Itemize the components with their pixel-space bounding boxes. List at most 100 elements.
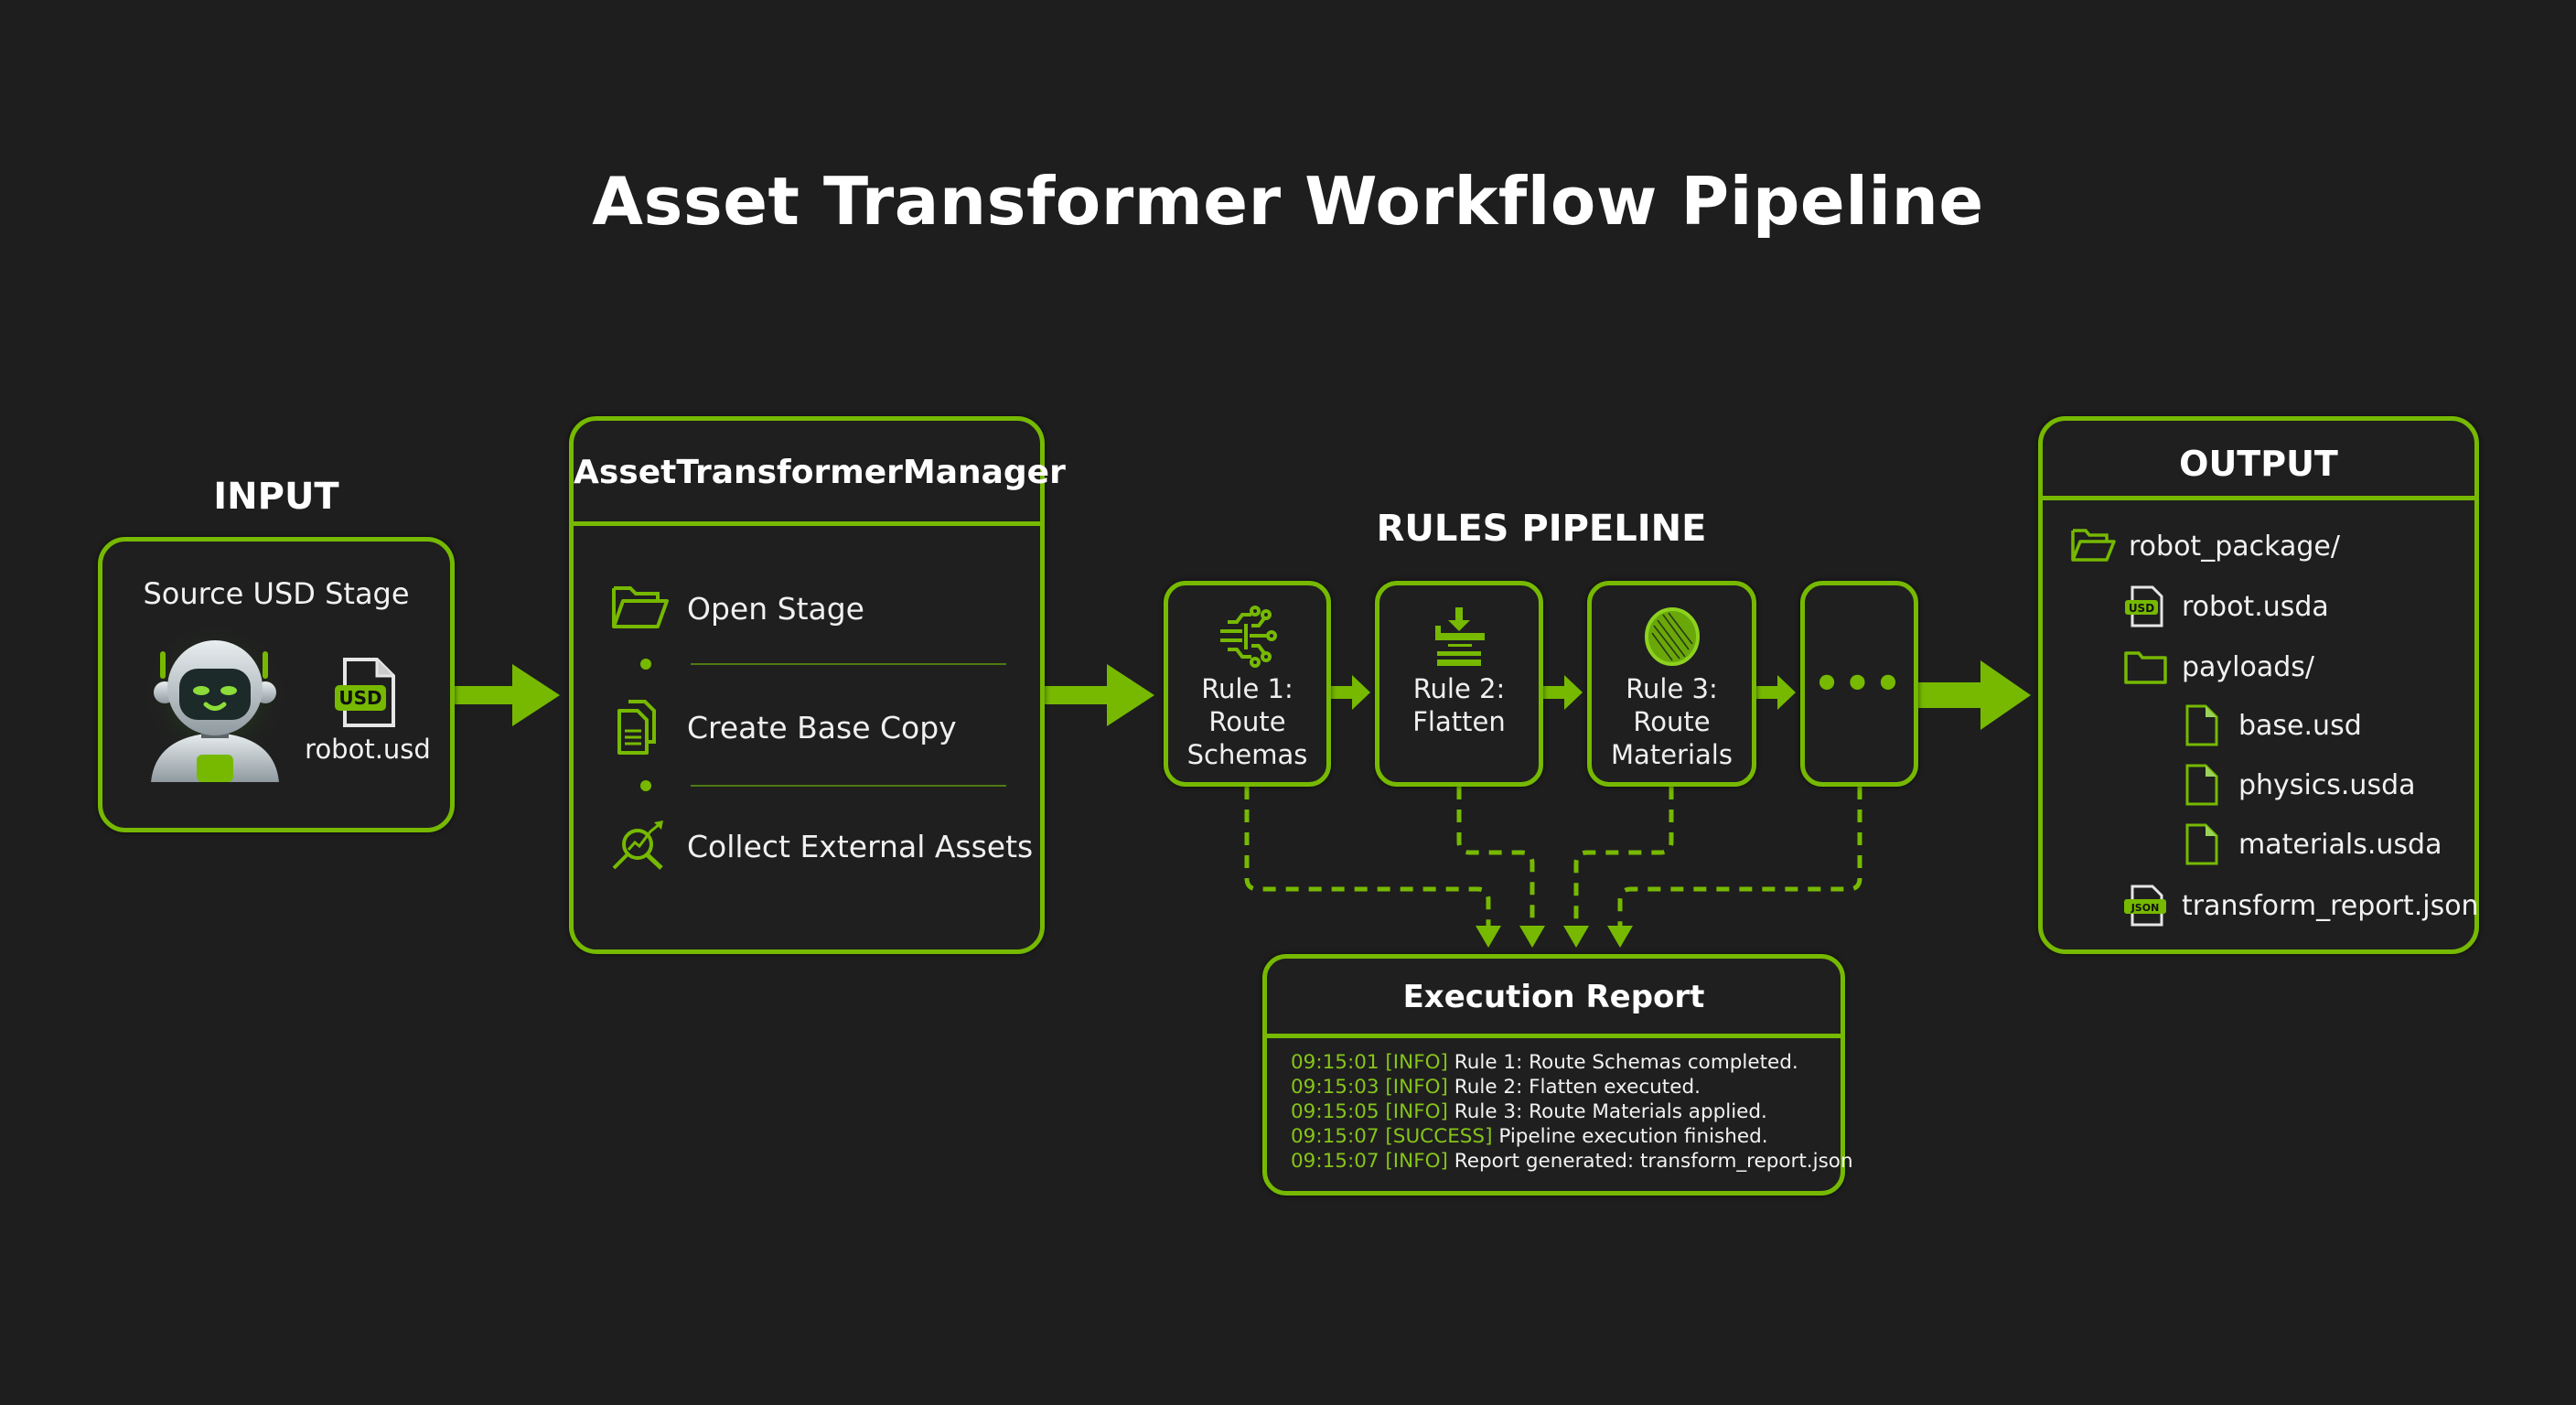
rule-label: Rule 2: Flatten — [1379, 672, 1539, 738]
file-icon — [2185, 764, 2218, 806]
tree-item-robot-package[interactable]: robot_package/ — [2070, 523, 2340, 569]
manager-header-divider — [574, 521, 1040, 526]
manager-step-create-base-copy: Create Base Copy — [610, 700, 957, 755]
log-line: 09:15:01 [INFO] Rule 1: Route Schemas co… — [1291, 1050, 1831, 1075]
dashed-rule3-to-report — [1573, 787, 1674, 926]
step-divider — [691, 785, 1006, 787]
manager-step-label: Open Stage — [687, 590, 864, 627]
usd-file-icon: USD — [2125, 585, 2163, 627]
dashed-rule1-to-report — [1244, 787, 1491, 926]
arrow-input-to-manager — [455, 664, 560, 726]
tree-item-label: materials.usda — [2238, 828, 2442, 861]
folder-open-icon — [2071, 529, 2116, 562]
rule-name-line: Route — [1633, 706, 1711, 737]
log-line: 09:15:07 [SUCCESS] Pipeline execution fi… — [1291, 1124, 1831, 1149]
log-level: [INFO] — [1385, 1076, 1448, 1099]
log-level: [SUCCESS] — [1385, 1125, 1493, 1148]
usd-badge-text: USD — [338, 687, 381, 709]
tree-item-transform-report[interactable]: JSON transform_report.json — [2123, 883, 2479, 928]
step-dot — [640, 780, 651, 791]
usd-badge-text: USD — [2129, 602, 2154, 615]
log-timestamp: 09:15:03 — [1291, 1076, 1379, 1099]
tree-item-physics-usda[interactable]: physics.usda — [2180, 762, 2416, 808]
manager-step-collect-external-assets: Collect External Assets — [610, 819, 1033, 874]
arrow-rule1-to-rule2 — [1331, 675, 1370, 710]
tree-item-payloads[interactable]: payloads/ — [2123, 644, 2314, 690]
rule-box-route-materials: Rule 3: Route Materials — [1587, 581, 1756, 787]
tree-item-robot-usda[interactable]: USD robot.usda — [2123, 584, 2329, 629]
usd-file-icon: USD — [331, 656, 404, 729]
rule-number: Rule 3: — [1626, 673, 1718, 704]
robot-avatar-icon — [137, 628, 293, 784]
rule-label: Rule 1: Route Schemas — [1168, 672, 1326, 771]
search-analytics-icon — [612, 820, 663, 870]
log-line: 09:15:07 [INFO] Report generated: transf… — [1291, 1149, 1853, 1174]
circuit-routing-icon — [1219, 606, 1277, 668]
log-message: Pipeline execution finished. — [1498, 1125, 1768, 1148]
page-title: Asset Transformer Workflow Pipeline — [592, 163, 1984, 240]
log-level: [INFO] — [1385, 1100, 1448, 1123]
manager-title: AssetTransformerManager — [574, 454, 1066, 491]
rule-box-route-schemas: Rule 1: Route Schemas — [1164, 581, 1331, 787]
more-rules-ellipsis: ••• — [1813, 659, 1905, 708]
rule-name-line: Materials — [1611, 739, 1733, 770]
arrowhead-3 — [1563, 926, 1589, 948]
input-section-label: INPUT — [213, 476, 339, 518]
report-header-divider — [1267, 1034, 1841, 1038]
step-divider — [691, 663, 1006, 665]
rule-box-more: ••• — [1800, 581, 1918, 787]
dashed-rule2-to-report — [1456, 787, 1535, 926]
json-badge-text: JSON — [2131, 902, 2160, 914]
material-sphere-icon — [1644, 607, 1700, 666]
rule-box-flatten: Rule 2: Flatten — [1375, 581, 1543, 787]
log-message: Rule 3: Route Materials applied. — [1454, 1100, 1767, 1123]
log-timestamp: 09:15:07 — [1291, 1125, 1379, 1148]
report-title: Execution Report — [1402, 979, 1705, 1015]
report-log: 09:15:01 [INFO] Rule 1: Route Schemas co… — [1291, 1050, 1853, 1174]
rule-name-line: Schemas — [1186, 739, 1308, 770]
json-file-icon: JSON — [2124, 885, 2166, 927]
log-timestamp: 09:15:01 — [1291, 1051, 1379, 1074]
arrow-rule3-to-more — [1756, 675, 1796, 710]
arrow-rules-to-output — [1918, 660, 2031, 730]
arrow-rule2-to-rule3 — [1543, 675, 1583, 710]
log-message: Rule 1: Route Schemas completed. — [1454, 1051, 1798, 1074]
rule-number: Rule 2: — [1412, 673, 1506, 704]
rule-label: Rule 3: Route Materials — [1592, 672, 1752, 771]
input-file-name: robot.usd — [305, 734, 431, 765]
log-line: 09:15:05 [INFO] Rule 3: Route Materials … — [1291, 1099, 1831, 1124]
folder-open-icon — [612, 586, 669, 628]
tree-item-label: transform_report.json — [2182, 889, 2479, 922]
arrow-manager-to-rules — [1045, 664, 1154, 726]
log-level: [INFO] — [1385, 1150, 1448, 1173]
arrowhead-4 — [1607, 926, 1633, 948]
log-line: 09:15:03 [INFO] Rule 2: Flatten executed… — [1291, 1075, 1831, 1099]
output-box: OUTPUT robot_package/ USD robot.usda pay… — [2038, 416, 2479, 954]
tree-item-materials-usda[interactable]: materials.usda — [2180, 821, 2442, 867]
tree-item-label: robot.usda — [2182, 590, 2329, 623]
tree-item-label: payloads/ — [2182, 650, 2315, 683]
manager-step-open-stage: Open Stage — [610, 581, 864, 636]
arrowhead-1 — [1476, 926, 1501, 948]
tree-item-label: robot_package/ — [2129, 530, 2340, 563]
tree-item-base-usd[interactable]: base.usd — [2180, 702, 2362, 748]
log-message: Report generated: transform_report.json — [1454, 1150, 1853, 1173]
rule-name-line: Route — [1208, 706, 1286, 737]
execution-report-box: Execution Report 09:15:01 [INFO] Rule 1:… — [1262, 954, 1853, 1196]
tree-item-label: physics.usda — [2238, 768, 2416, 801]
file-icon — [2185, 704, 2218, 746]
file-icon — [2185, 823, 2218, 865]
folder-icon — [2124, 651, 2167, 684]
log-timestamp: 09:15:05 — [1291, 1100, 1379, 1123]
copy-document-icon — [617, 700, 656, 755]
rule-number: Rule 1: — [1201, 673, 1293, 704]
source-stage-title: Source USD Stage — [143, 576, 410, 611]
manager-step-label: Collect External Assets — [687, 828, 1034, 864]
input-box: Source USD Stage — [98, 537, 455, 832]
log-level: [INFO] — [1385, 1051, 1448, 1074]
step-dot — [640, 659, 651, 670]
asset-transformer-manager-box: AssetTransformerManager Open Stage Creat… — [569, 416, 1066, 954]
tree-item-label: base.usd — [2238, 709, 2362, 742]
arrowhead-2 — [1519, 926, 1545, 948]
log-timestamp: 09:15:07 — [1291, 1150, 1379, 1173]
